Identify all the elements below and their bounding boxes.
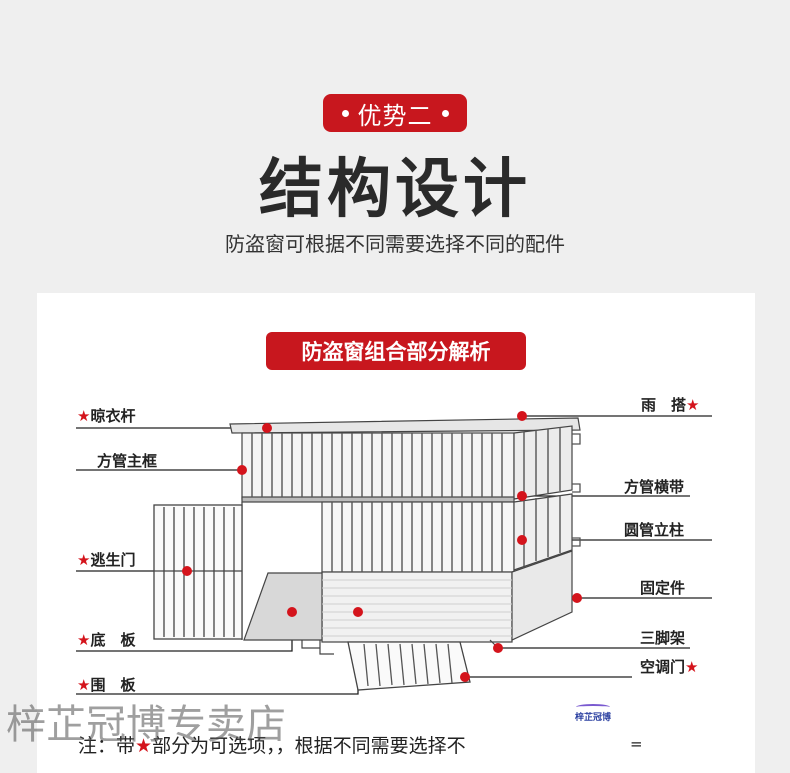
dot-icon: [441, 109, 449, 117]
footnote-tail: =: [630, 735, 643, 753]
ac-door: [347, 641, 471, 691]
advantage-badge-label: 优势二: [357, 101, 433, 130]
label-bottom-plate: ★底 板: [77, 631, 136, 649]
star-icon: ★: [77, 631, 91, 649]
star-icon: ★: [77, 676, 91, 694]
page-subtitle: 防盗窗可根据不同需要选择不同的配件: [225, 232, 565, 256]
star-icon: ★: [686, 396, 700, 414]
star-icon: ★: [685, 658, 699, 676]
star-icon: ★: [77, 551, 91, 569]
watermark: 梓芷冠博专卖店: [6, 702, 286, 748]
image-patch: [553, 722, 653, 762]
label-escape-door: ★逃生门: [77, 551, 136, 569]
swoosh-icon: [576, 704, 610, 710]
brand-logo: 梓芷冠博: [570, 704, 616, 726]
advantage-badge: 优势二: [323, 94, 467, 132]
dot-icon: [341, 109, 349, 117]
enclosure-lines: [322, 579, 512, 637]
lower-bars: [331, 495, 561, 572]
escape-door: [153, 504, 243, 640]
label-clothes-rod: ★晾衣杆: [77, 407, 136, 425]
label-square-band: 方管横带: [624, 478, 685, 496]
page-title: 结构设计: [259, 153, 531, 227]
star-icon: ★: [77, 407, 91, 425]
label-side-plate: ★围 板: [77, 676, 136, 694]
section-title: 防盗窗组合部分解析: [266, 332, 526, 370]
label-fixing: 固定件: [640, 579, 686, 597]
label-rain-cover: 雨 搭★: [641, 396, 700, 414]
label-ac-door: 空调门★: [640, 658, 699, 676]
callout-dots: [182, 411, 582, 682]
star-icon: ★: [135, 735, 153, 757]
footnote: 注：带★部分为可选项，，根据不同需要选择不: [78, 735, 466, 757]
label-square-frame: 方管主框: [97, 452, 158, 470]
upper-bars: [251, 427, 561, 497]
clothes-rods: [572, 433, 581, 547]
label-tripod: 三脚架: [640, 629, 686, 647]
label-round-column: 圆管立柱: [624, 521, 685, 539]
